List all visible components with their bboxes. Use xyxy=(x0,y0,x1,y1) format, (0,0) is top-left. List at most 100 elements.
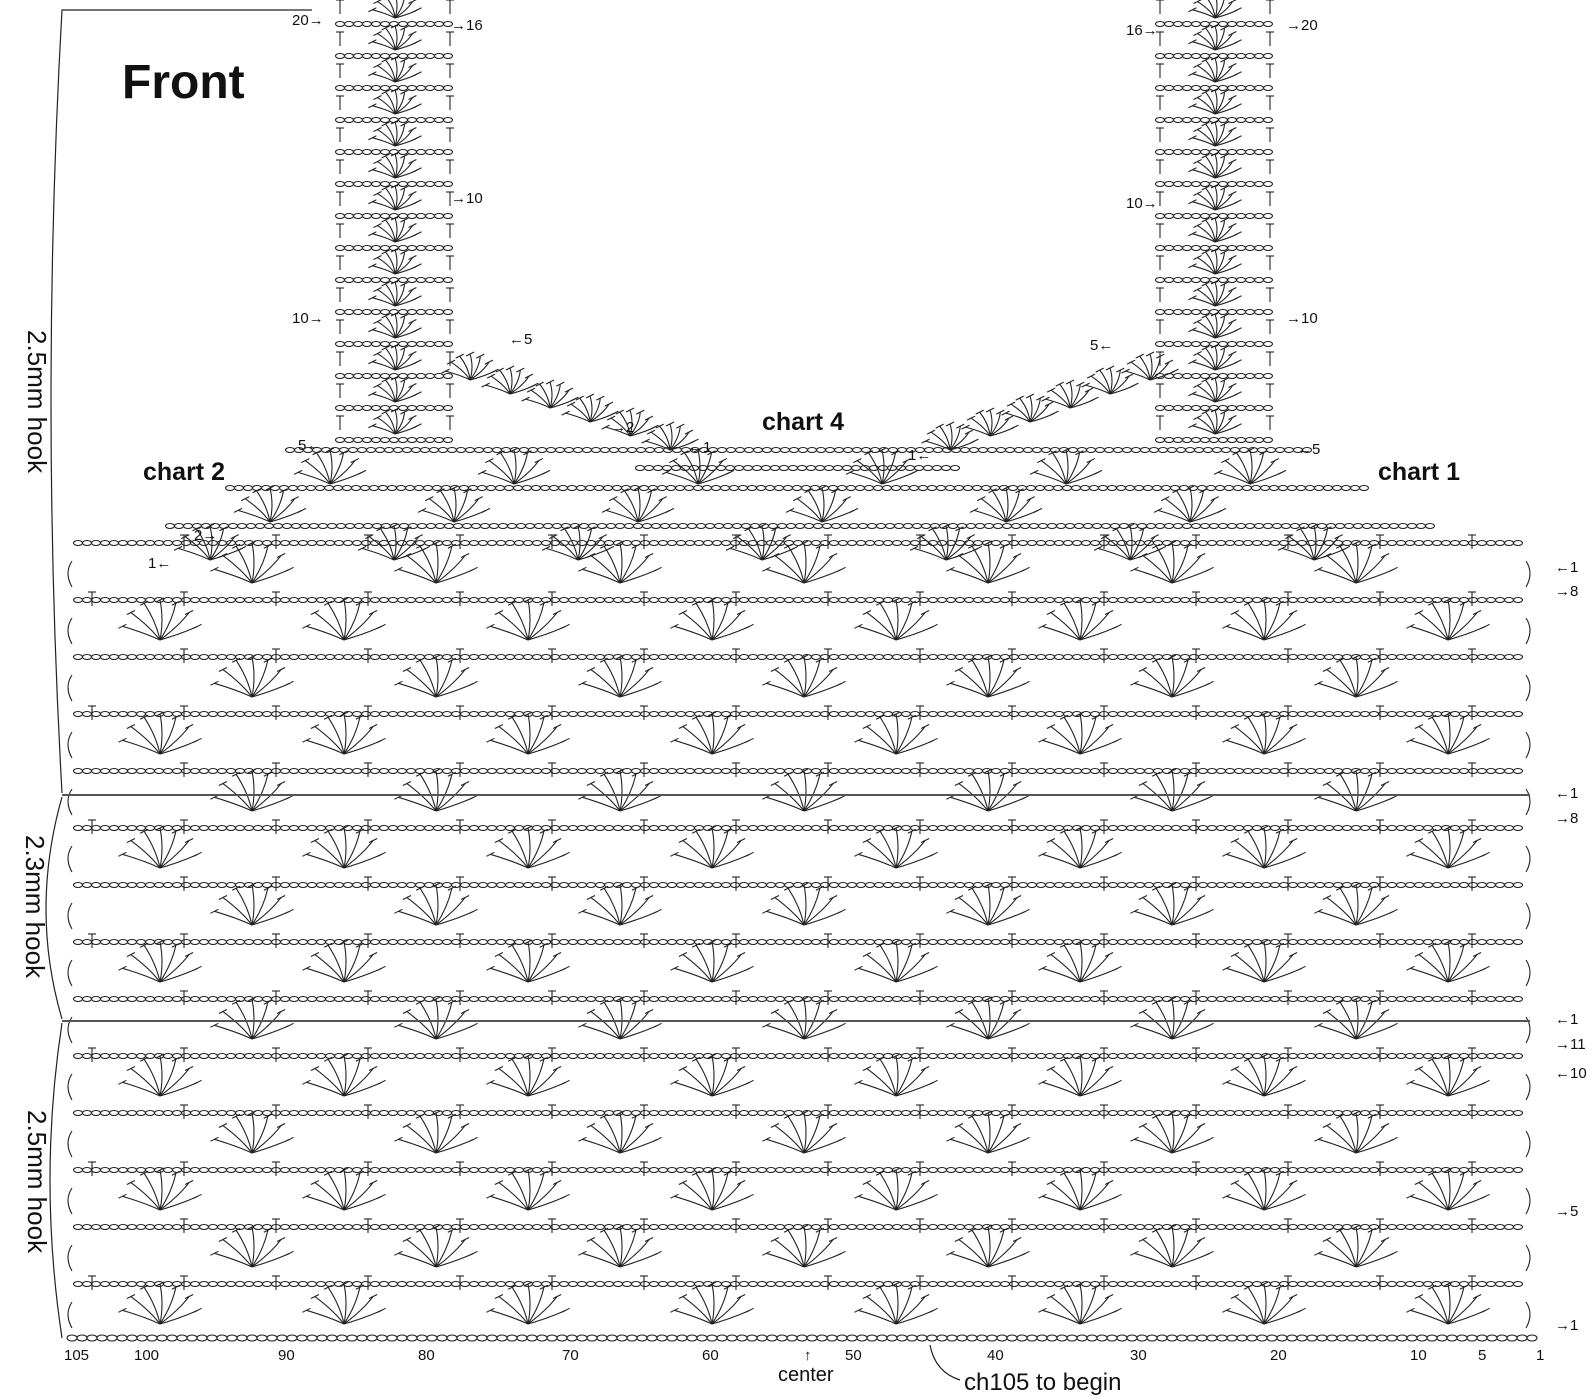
chain-stitch xyxy=(1093,524,1102,529)
chain-stitch xyxy=(263,940,272,945)
chain-stitch xyxy=(983,940,992,945)
stitch-bar xyxy=(1206,1251,1214,1255)
chain-stitch xyxy=(197,1335,207,1341)
chain-stitch xyxy=(164,940,173,945)
chain-stitch xyxy=(398,1168,407,1173)
chain-stitch xyxy=(443,1111,452,1116)
chain-stitch xyxy=(1055,712,1064,717)
chain-stitch xyxy=(92,655,101,660)
chain-stitch xyxy=(409,524,418,529)
chain-stitch xyxy=(560,1282,569,1287)
chain-stitch xyxy=(443,1168,452,1173)
chain-stitch xyxy=(650,1168,659,1173)
chain-stitch xyxy=(659,1111,668,1116)
fan-stitch xyxy=(1264,1056,1266,1096)
chain-stitch xyxy=(1055,769,1064,774)
chain-stitch xyxy=(1208,598,1217,603)
chain-stitch xyxy=(1496,1054,1505,1059)
chain-stitch xyxy=(527,1335,537,1341)
chain-stitch xyxy=(335,712,344,717)
chain-stitch xyxy=(812,712,821,717)
chain-stitch xyxy=(641,940,650,945)
chain-stitch xyxy=(499,524,508,529)
chain-stitch xyxy=(340,448,349,453)
stitch-bar xyxy=(562,1080,570,1084)
chain-stitch xyxy=(713,1225,722,1230)
chain-stitch xyxy=(1307,1054,1316,1059)
chain-stitch xyxy=(929,598,938,603)
chain-stitch xyxy=(965,769,974,774)
chain-stitch xyxy=(1433,940,1442,945)
fan-stitch xyxy=(1080,740,1118,754)
stitch-bar xyxy=(1381,1010,1389,1014)
fan-stitch xyxy=(1448,968,1486,982)
stitch-bar xyxy=(829,782,837,786)
chain-stitch xyxy=(1352,1054,1361,1059)
fan-stitch xyxy=(620,1139,658,1153)
chain-stitch xyxy=(857,769,866,774)
chain-stitch xyxy=(416,1168,425,1173)
chain-stitch xyxy=(704,769,713,774)
chain-stitch xyxy=(830,1111,839,1116)
chain-stitch xyxy=(1217,598,1226,603)
chain-stitch xyxy=(1381,524,1390,529)
chain-stitch xyxy=(848,769,857,774)
edge-turn xyxy=(68,1131,72,1157)
chain-stitch xyxy=(164,826,173,831)
chain-stitch xyxy=(1087,448,1096,453)
chain-stitch xyxy=(1253,1225,1262,1230)
chain-stitch xyxy=(533,1282,542,1287)
chain-stitch xyxy=(1334,883,1343,888)
chain-stitch xyxy=(929,1282,938,1287)
chain-stitch xyxy=(479,1168,488,1173)
chain-stitch xyxy=(569,1282,578,1287)
chain-stitch xyxy=(290,883,299,888)
chain-stitch xyxy=(407,1111,416,1116)
chain-stitch xyxy=(444,438,453,443)
chain-stitch xyxy=(1415,655,1424,660)
chain-stitch xyxy=(1208,541,1217,546)
chain-stitch xyxy=(560,769,569,774)
chain-stitch xyxy=(177,1335,187,1341)
stitch-bar xyxy=(1197,1010,1205,1014)
chain-stitch xyxy=(767,655,776,660)
chain-stitch xyxy=(560,997,569,1002)
stitch-bar xyxy=(863,725,871,729)
chain-stitch xyxy=(560,1111,569,1116)
chain-stitch xyxy=(335,1282,344,1287)
chain-stitch xyxy=(677,598,686,603)
chain-stitch xyxy=(1415,598,1424,603)
chain-stitch xyxy=(565,448,574,453)
chain-stitch xyxy=(1163,940,1172,945)
chain-stitch xyxy=(650,883,659,888)
chain-stitch xyxy=(529,448,538,453)
fan-stitch xyxy=(988,543,990,583)
chain-stitch xyxy=(1505,1111,1514,1116)
chain-stitch xyxy=(625,524,634,529)
chain-stitch xyxy=(389,1111,398,1116)
chain-stitch xyxy=(1136,997,1145,1002)
chain-stitch xyxy=(227,1054,236,1059)
chain-stitch xyxy=(767,1054,776,1059)
chain-stitch xyxy=(1010,1168,1019,1173)
chain-stitch xyxy=(627,1335,637,1341)
chain-stitch xyxy=(335,883,344,888)
stitch-bar xyxy=(219,782,227,786)
chain-stitch xyxy=(977,1335,987,1341)
chain-stitch xyxy=(497,997,506,1002)
chain-stitch xyxy=(717,1335,727,1341)
chain-stitch xyxy=(218,1054,227,1059)
chain-stitch xyxy=(902,655,911,660)
stitch-bar xyxy=(311,839,319,843)
chain-stitch xyxy=(668,826,677,831)
stitch-bar xyxy=(1390,681,1398,685)
chain-stitch xyxy=(1271,712,1280,717)
chain-stitch xyxy=(377,1335,387,1341)
chain-stitch xyxy=(659,1168,668,1173)
chain-stitch xyxy=(1019,940,1028,945)
chain-stitch xyxy=(344,883,353,888)
chain-stitch xyxy=(380,598,389,603)
chain-stitch xyxy=(1033,448,1042,453)
chain-stitch xyxy=(110,541,119,546)
chain-stitch xyxy=(1253,769,1262,774)
